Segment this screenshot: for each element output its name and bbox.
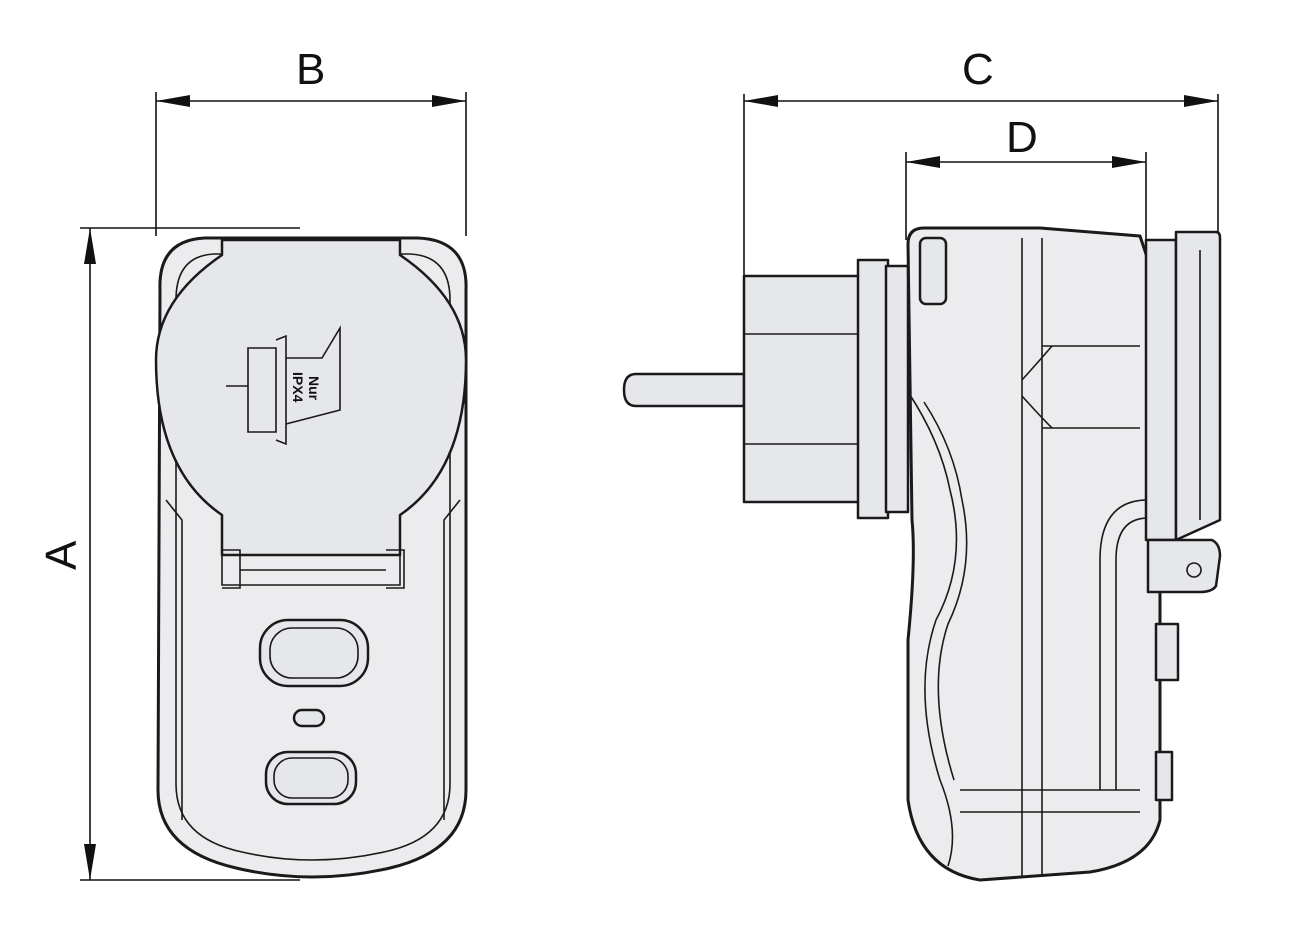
plug-body [742, 274, 862, 504]
hinge-pin [1186, 562, 1202, 578]
dimension-d-label: D [1006, 113, 1038, 162]
side-lid-cap [1174, 230, 1222, 542]
reset-button [264, 750, 358, 806]
plug-collar-ring [884, 264, 910, 514]
side-hinge [1146, 538, 1222, 594]
dimension-b: B [155, 45, 467, 236]
side-grip [907, 391, 958, 867]
dimension-c-label: C [962, 45, 994, 94]
side-button-lower [1154, 750, 1174, 802]
side-clip [918, 236, 948, 306]
ipx4-label-nur: Nur [306, 376, 322, 401]
front-left-rib [165, 499, 183, 820]
side-grip-inner [923, 401, 968, 781]
test-button-inner [269, 627, 359, 679]
indicator-led [292, 708, 326, 728]
plug-pin [622, 372, 746, 408]
side-button-upper [1154, 622, 1180, 682]
reset-button-inner [273, 757, 349, 799]
dimension-d: D [905, 113, 1147, 240]
dimension-a: A [37, 227, 300, 881]
front-view: Nur IPX4 [154, 236, 468, 879]
lid-left-hinge [222, 549, 241, 589]
dimension-c: C [743, 45, 1219, 276]
ipx4-label-code: IPX4 [290, 372, 306, 403]
front-housing-inner [175, 253, 451, 861]
side-lid [1144, 238, 1178, 542]
dimension-a-label: A [37, 540, 86, 570]
lid-right-hinge [386, 549, 405, 589]
plug-collar [856, 258, 890, 520]
dimension-b-label: B [296, 45, 325, 94]
side-housing [906, 226, 1162, 882]
test-button [258, 618, 370, 688]
lid-hinge-line [221, 555, 401, 586]
side-view [622, 226, 1222, 882]
front-right-rib [443, 499, 461, 820]
ipx4-icon: Nur IPX4 [226, 325, 341, 446]
